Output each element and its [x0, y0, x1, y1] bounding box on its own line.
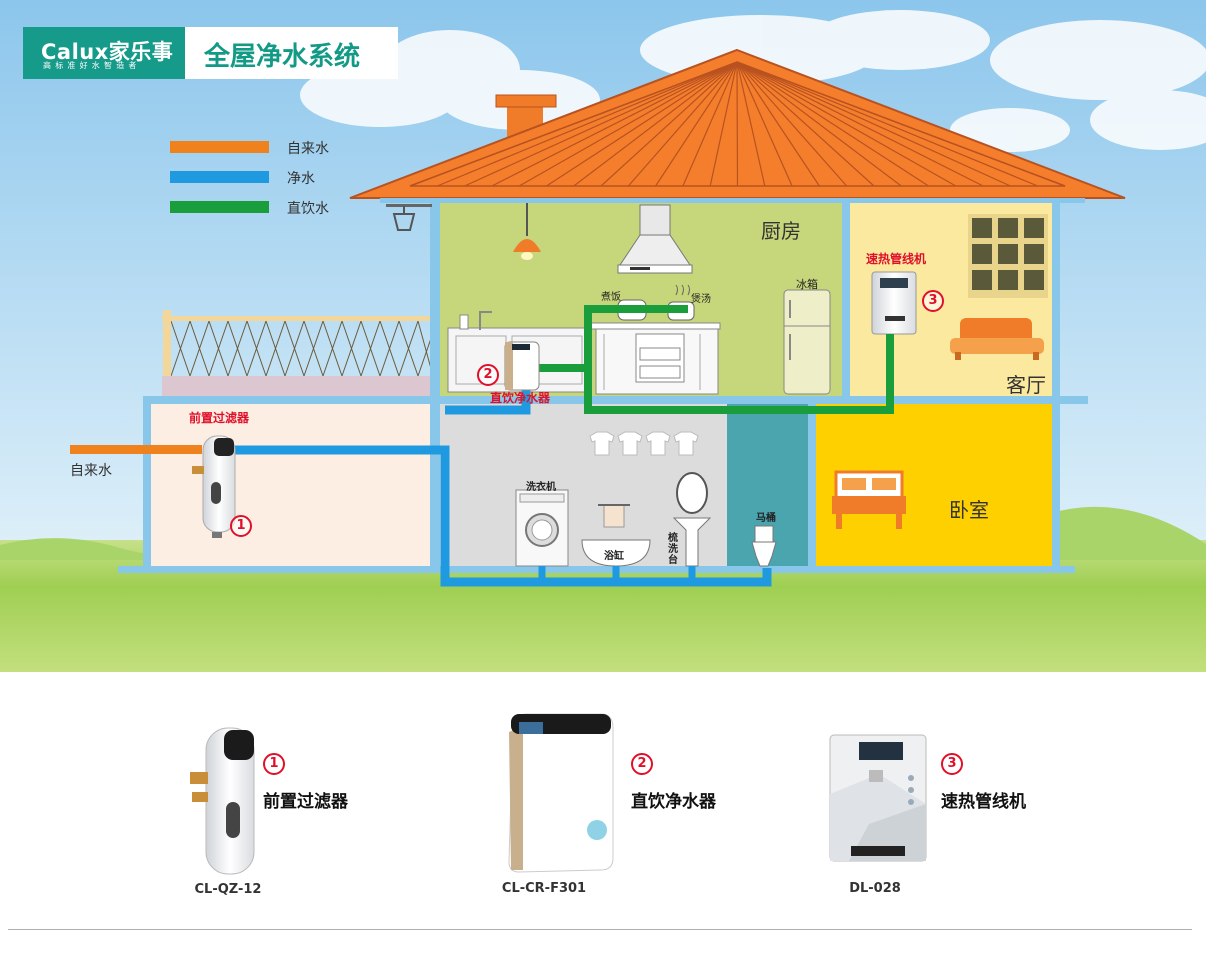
- callout-number-prefilter: 1: [230, 515, 252, 537]
- legend-swatch-pure: [170, 171, 269, 183]
- legend-label-tap: 自来水: [287, 141, 329, 157]
- brand-logo: Calux家乐事 高标准好水智造者: [23, 27, 185, 79]
- product-model-purifier: CL-CR-F301: [501, 881, 587, 896]
- callout-number-purifier: 2: [477, 364, 499, 386]
- legend-swatch-drink: [170, 201, 269, 213]
- product-number-prefilter: 1: [263, 753, 285, 775]
- legend-label-drink: 直饮水: [287, 201, 329, 217]
- title-box: 全屋净水系统: [185, 27, 398, 79]
- callout-number-pipeline: 3: [922, 290, 944, 312]
- room-label-kitchen: 厨房: [761, 219, 801, 243]
- label-bathtub: 浴缸: [604, 551, 624, 562]
- page-title: 全屋净水系统: [204, 42, 361, 72]
- brand-logo-text: Calux家乐事: [41, 40, 174, 64]
- room-label-living: 客厅: [1006, 373, 1046, 397]
- product-name-prefilter: 前置过滤器: [263, 792, 348, 812]
- product-name-purifier: 直饮净水器: [631, 792, 716, 812]
- product-image-purifier: [508, 713, 614, 873]
- callout-label-prefilter: 前置过滤器: [189, 411, 250, 425]
- label-toilet: 马桶: [756, 513, 776, 524]
- label-basin: 梳洗台: [668, 533, 678, 566]
- product-model-pipeline: DL-028: [849, 881, 901, 896]
- product-name-pipeline: 速热管线机: [941, 792, 1026, 812]
- product-image-prefilter: [190, 727, 255, 875]
- product-number-pipeline: 3: [941, 753, 963, 775]
- callout-label-purifier: 直饮净水器: [490, 391, 551, 405]
- legend-label-pure: 净水: [287, 171, 315, 187]
- legend-swatch-tap: [170, 141, 269, 153]
- label-rice-cooker: 煮饭: [601, 292, 621, 303]
- callout-label-pipeline: 速热管线机: [866, 252, 927, 266]
- label-soup-pot: 煲汤: [691, 294, 711, 305]
- product-model-prefilter: CL-QZ-12: [194, 882, 262, 897]
- brand-slogan: 高标准好水智造者: [43, 61, 141, 70]
- label-washer: 洗衣机: [526, 482, 556, 493]
- room-label-bedroom: 卧室: [949, 498, 989, 522]
- house-scene: [0, 0, 1206, 672]
- inlet-label: 自来水: [70, 463, 112, 479]
- label-fridge: 冰箱: [796, 278, 818, 291]
- product-number-purifier: 2: [631, 753, 653, 775]
- footer-divider: [8, 929, 1192, 930]
- product-image-pipeline: [829, 734, 927, 862]
